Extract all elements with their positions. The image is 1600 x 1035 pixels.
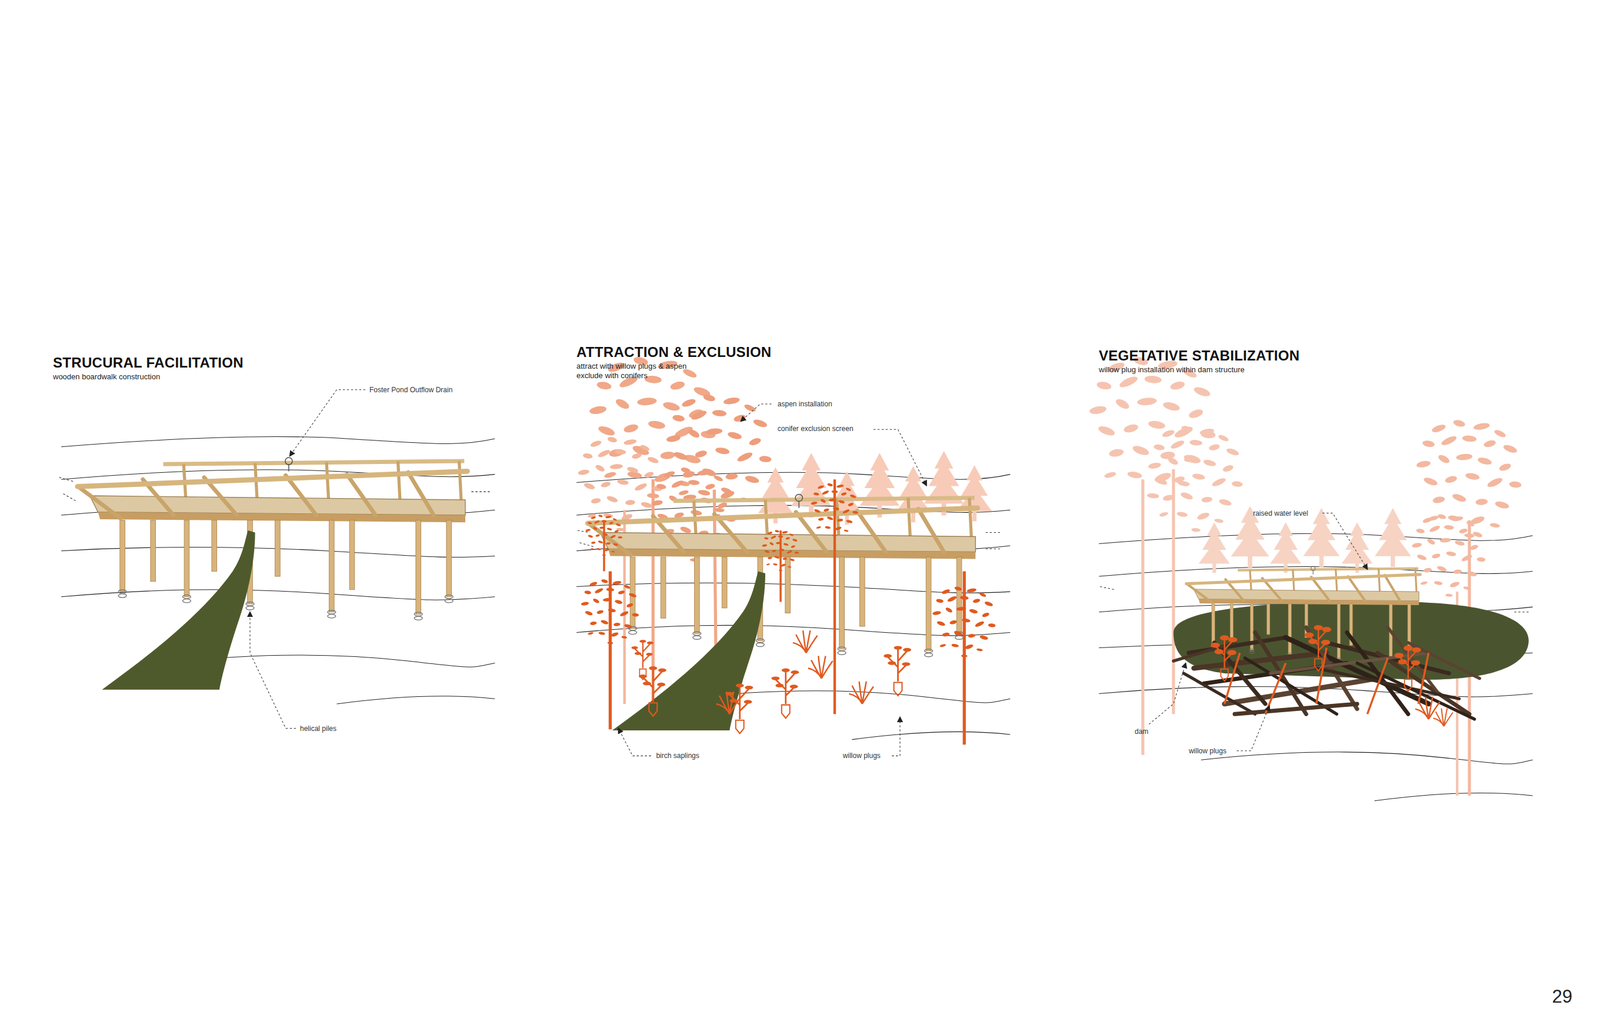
conifers (1198, 505, 1412, 573)
willow-plugs (631, 630, 912, 734)
panel-heading: ATTRACTION & EXCLUSIONattract with willo… (576, 344, 772, 381)
birch-saplings (580, 479, 996, 745)
callout-label: dam (1134, 727, 1149, 736)
panel-subtitle: wooden boardwalk construction (52, 372, 244, 382)
panel-heading: STRUCURAL FACILITATIONwooden boardwalk c… (52, 354, 244, 382)
callout-label: aspen installation (777, 400, 833, 409)
panel-subtitle: attract with willow plugs & aspen exclud… (576, 361, 713, 382)
pale-trees (1088, 355, 1522, 796)
leader-lines (577, 404, 1000, 756)
callout-label: raised water level (1252, 509, 1308, 518)
panel-title: STRUCURAL FACILITATION (52, 354, 244, 372)
attraction-illustration (576, 355, 1010, 746)
willow-plugs (1211, 626, 1453, 728)
leader-lines (1100, 513, 1529, 752)
leader-lines (250, 390, 366, 729)
callout-label: willow plugs (842, 751, 881, 760)
callout-label: Foster Pond Outflow Drain (369, 385, 453, 395)
panel-subtitle: willow plug installation within dam stru… (1098, 365, 1300, 375)
panel-title: VEGETATIVE STABILIZATION (1098, 347, 1300, 365)
callout-label: conifer exclusion screen (777, 424, 854, 433)
boardwalk-illustration (59, 436, 496, 704)
panel-title: ATTRACTION & EXCLUSION (576, 344, 772, 361)
callout-label: birch saplings (655, 751, 699, 760)
stabilization-illustration (1088, 355, 1533, 802)
callout-label: willow plugs (1188, 747, 1227, 756)
callout-label: helical piles (300, 724, 337, 733)
page-number: 29 (1551, 986, 1572, 1008)
panel-heading: VEGETATIVE STABILIZATIONwillow plug inst… (1098, 347, 1300, 375)
